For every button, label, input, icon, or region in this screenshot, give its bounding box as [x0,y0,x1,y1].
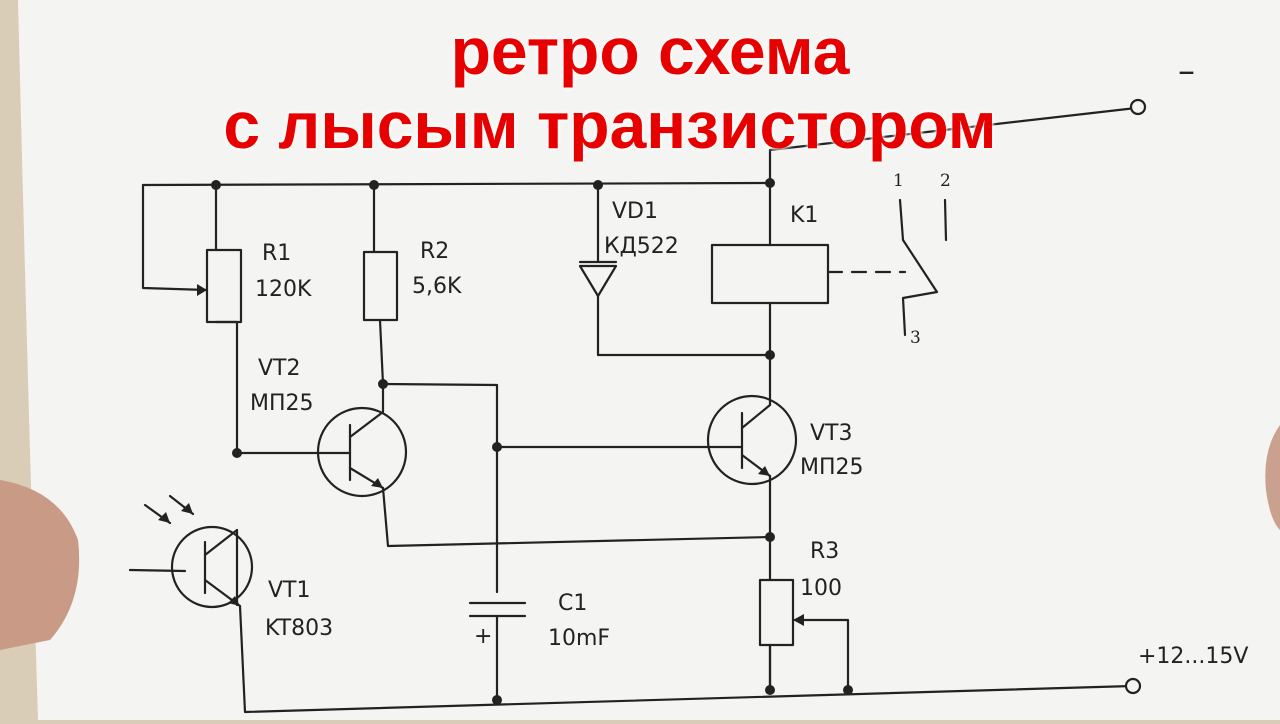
c1-ref-label: C1 [558,591,587,616]
r3-value-label: 100 [800,576,842,601]
vt1-value-label: KT803 [265,616,333,641]
paper-sheet [18,0,1280,720]
vt2-ref-label: VT2 [258,356,301,381]
right-finger [1265,425,1280,530]
r2-ref-label: R2 [420,239,449,264]
relay-pin-1-label: 1 [893,171,904,191]
r3-wiper-arrow [793,614,804,626]
negative-terminal-label: – [1178,51,1195,91]
light-arrow-head-1 [158,512,170,523]
title-line-2: с лысым транзистором [223,88,997,162]
r2-value-label: 5,6K [412,274,462,299]
junction-dots [211,178,853,705]
vt3-ref-label: VT3 [810,421,853,446]
vt2-emitter-arrow [371,478,383,488]
r1-ref-label: R1 [262,241,291,266]
r3-ref-label: R3 [810,539,839,564]
vt1-ref-label: VT1 [268,578,311,603]
relay-pin-2-label: 2 [940,171,951,191]
vt3-value-label: МП25 [800,455,864,480]
k1-ref-label: K1 [790,203,818,228]
vt3-emitter-arrow [758,466,770,476]
wires [128,98,1147,714]
c1-value-label: 10mF [548,626,610,651]
r1-value-label: 120K [255,277,312,302]
c1-polarity-label: + [474,624,492,649]
light-arrow-head-2 [181,503,193,514]
relay-pin-3-label: 3 [910,328,921,348]
r1-wiper-arrow [197,284,207,296]
title-line-1: ретро схема [450,14,850,88]
vd1-value-label: КД522 [604,234,679,259]
vt2-value-label: МП25 [250,391,314,416]
left-finger [0,480,80,650]
vd1-ref-label: VD1 [612,199,658,224]
vt1-emitter-arrow [228,596,240,606]
positive-terminal-label: +12...15V [1138,644,1248,669]
